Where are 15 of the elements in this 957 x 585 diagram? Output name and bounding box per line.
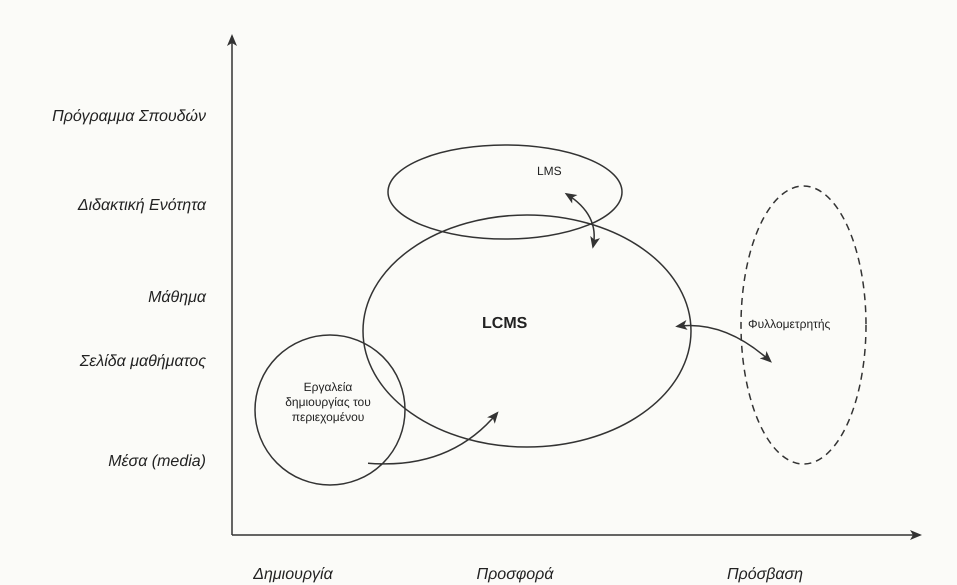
node-label: Εργαλεία δημιουργίας του περιεχομένου: [284, 380, 372, 425]
axis-label: Σελίδα μαθήματος: [78, 352, 206, 372]
node-label: LMS: [537, 164, 562, 179]
node-label: Φυλλομετρητής: [748, 317, 830, 332]
axis-label: Προσφορά: [476, 565, 555, 585]
axis-label: Μάθημα: [147, 288, 206, 308]
curved-arrow: [368, 411, 499, 465]
axis-label: Πρόσβαση: [726, 565, 804, 585]
axis-label: Μέσα (media): [107, 452, 206, 472]
axis-label: Πρόγραμμα Σπουδών: [51, 107, 206, 127]
curved-arrow: [564, 192, 600, 249]
curved-arrow: [675, 320, 772, 363]
node-label: LCMS: [482, 314, 528, 334]
axis-label: Δημιουργία: [252, 565, 334, 585]
axis-label: Διδακτική Ενότητα: [76, 196, 206, 216]
